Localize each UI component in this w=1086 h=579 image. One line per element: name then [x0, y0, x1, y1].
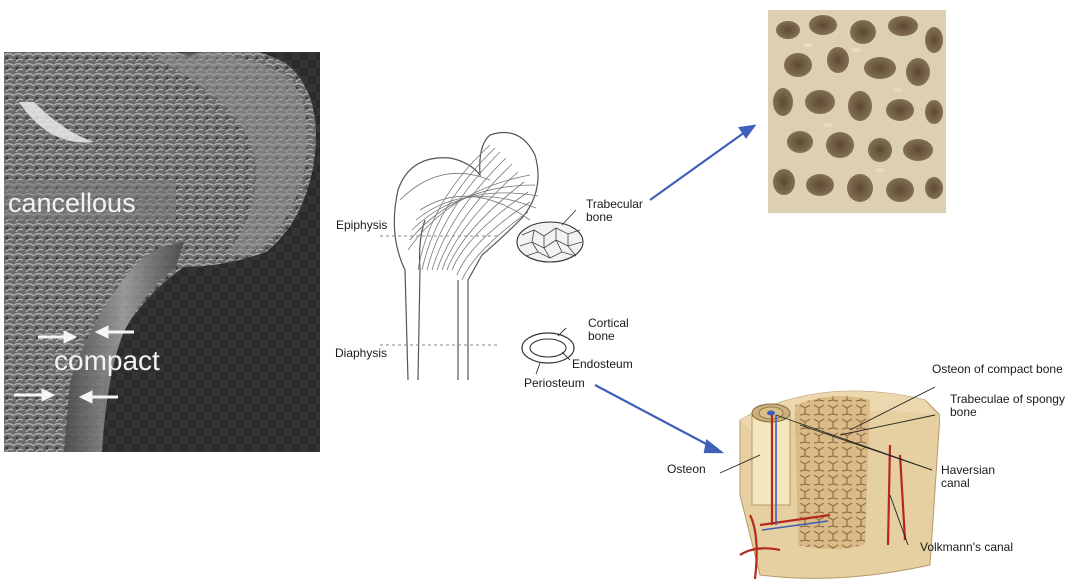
label-volkmanns-canal: Volkmann's canal: [920, 541, 1013, 554]
label-trabeculae-of-spongy-bone: Trabeculae of spongy bone: [950, 393, 1065, 419]
arrowhead-trabecular: [740, 126, 754, 137]
xray-image-femur: cancellous compact: [4, 52, 320, 452]
osteon-diagram: [700, 375, 940, 579]
xray-label-cancellous: cancellous: [8, 188, 136, 218]
label-haversian-canal: Haversian canal: [941, 464, 995, 490]
label-osteon: Osteon: [667, 463, 706, 476]
trabecular-bone-photo: [768, 10, 946, 213]
label-epiphysis: Epiphysis: [336, 219, 387, 232]
arrow-to-trabecular-photo: [650, 132, 745, 200]
label-cortical-bone: Cortical bone: [588, 317, 629, 343]
label-periosteum: Periosteum: [524, 377, 585, 390]
cortical-cross-section: [522, 328, 574, 374]
label-trabecular-bone: Trabecular bone: [586, 198, 643, 224]
label-endosteum: Endosteum: [572, 358, 633, 371]
label-diaphysis: Diaphysis: [335, 347, 387, 360]
xray-svg: [4, 52, 320, 452]
label-osteon-of-compact-bone: Osteon of compact bone: [932, 363, 1063, 376]
xray-label-compact: compact: [54, 346, 160, 376]
